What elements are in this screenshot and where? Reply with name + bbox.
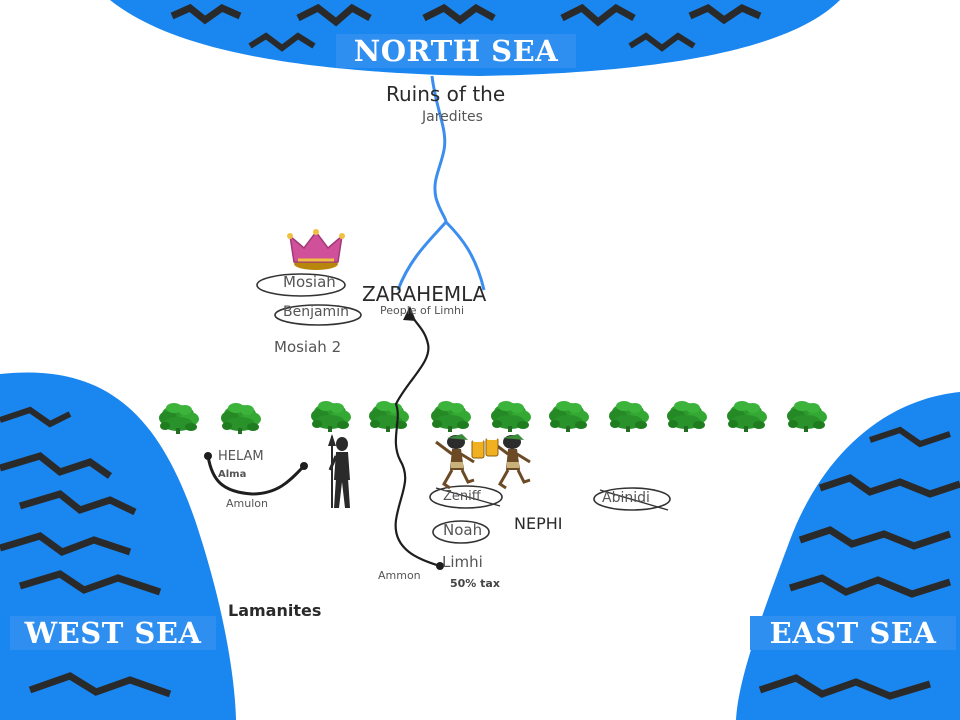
- ammon-label: Ammon: [378, 569, 421, 582]
- tax-label: 50% tax: [450, 577, 500, 590]
- tree-icon: [431, 401, 471, 432]
- river-sidon: [396, 75, 486, 291]
- tree-icon: [549, 401, 589, 432]
- east-sea: [736, 392, 960, 720]
- warrior-icon: [328, 434, 350, 508]
- abinidi-strike: [599, 489, 669, 511]
- benjamin-oval: [274, 304, 362, 326]
- helam-path: [204, 452, 308, 496]
- ruins-label-line2: Jaredites: [422, 109, 483, 125]
- zeniff-label: Zeniff: [443, 489, 481, 504]
- noah-label: Noah: [443, 521, 483, 539]
- abinidi-label: Abinidi: [602, 490, 650, 506]
- west-sea: [0, 372, 236, 720]
- tree-icon: [667, 401, 707, 432]
- wilderness-trees: [159, 401, 827, 434]
- benjamin-label: Benjamin: [283, 304, 349, 320]
- tree-icon: [727, 401, 767, 432]
- zeniff-oval: [429, 485, 503, 509]
- zeniff-strike: [435, 487, 501, 507]
- tree-icon: [369, 401, 409, 432]
- tree-icon: [491, 401, 531, 432]
- tree-icon: [609, 401, 649, 432]
- north-sea-label: NORTH SEA: [336, 34, 576, 68]
- limhi-label: Limhi: [442, 553, 483, 571]
- alma-label: Alma: [218, 469, 247, 480]
- tree-icon: [221, 403, 261, 434]
- ruins-label-line1: Ruins of the: [386, 82, 506, 106]
- amulon-label: Amulon: [226, 497, 268, 510]
- zarahemla-label: ZARAHEMLA: [362, 282, 487, 306]
- people-of-limhi-label: People of Limhi: [380, 304, 465, 317]
- crown-icon: [287, 229, 345, 270]
- west-sea-label: WEST SEA: [10, 616, 216, 650]
- tree-icon: [159, 403, 199, 434]
- tree-icon: [311, 401, 351, 432]
- abinidi-oval: [593, 487, 671, 511]
- lamanites-label: Lamanites: [228, 601, 322, 620]
- mosiah-label: Mosiah: [283, 273, 336, 291]
- noah-oval: [432, 520, 490, 544]
- tree-icon: [787, 401, 827, 432]
- mosiah-oval: [256, 273, 346, 297]
- nephi-label: NEPHI: [514, 514, 563, 533]
- beer-mugs-icon: [471, 434, 499, 459]
- dancer-icon: [434, 432, 476, 490]
- limhi-journey-path: [394, 306, 444, 570]
- mosiah2-label: Mosiah 2: [274, 338, 342, 356]
- east-sea-label: EAST SEA: [750, 616, 956, 650]
- helam-label: HELAM: [218, 449, 264, 464]
